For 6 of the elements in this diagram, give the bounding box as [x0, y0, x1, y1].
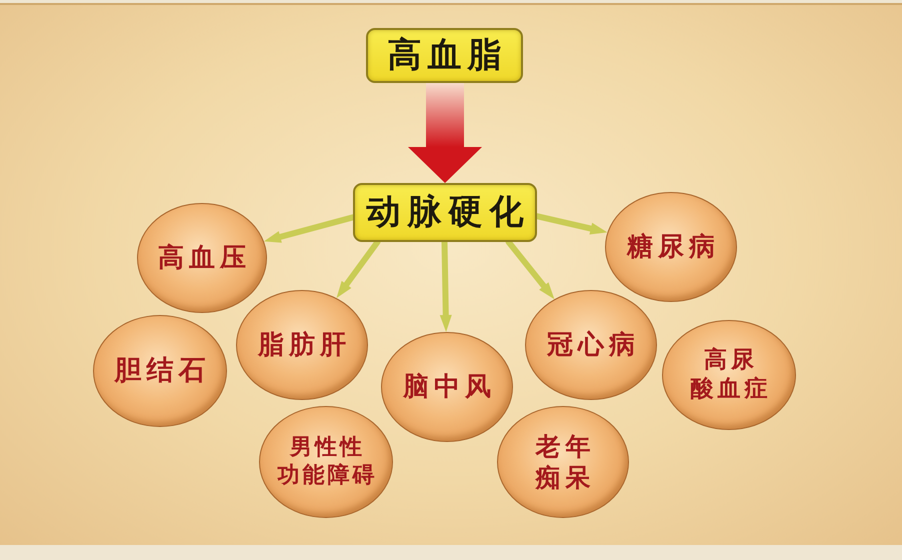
arrow — [506, 239, 554, 300]
term-box: 动脉硬化 — [353, 183, 537, 242]
term-box: 高血脂 — [366, 28, 523, 83]
arrow — [440, 239, 452, 332]
arrow — [336, 239, 380, 298]
arrow — [408, 83, 482, 183]
